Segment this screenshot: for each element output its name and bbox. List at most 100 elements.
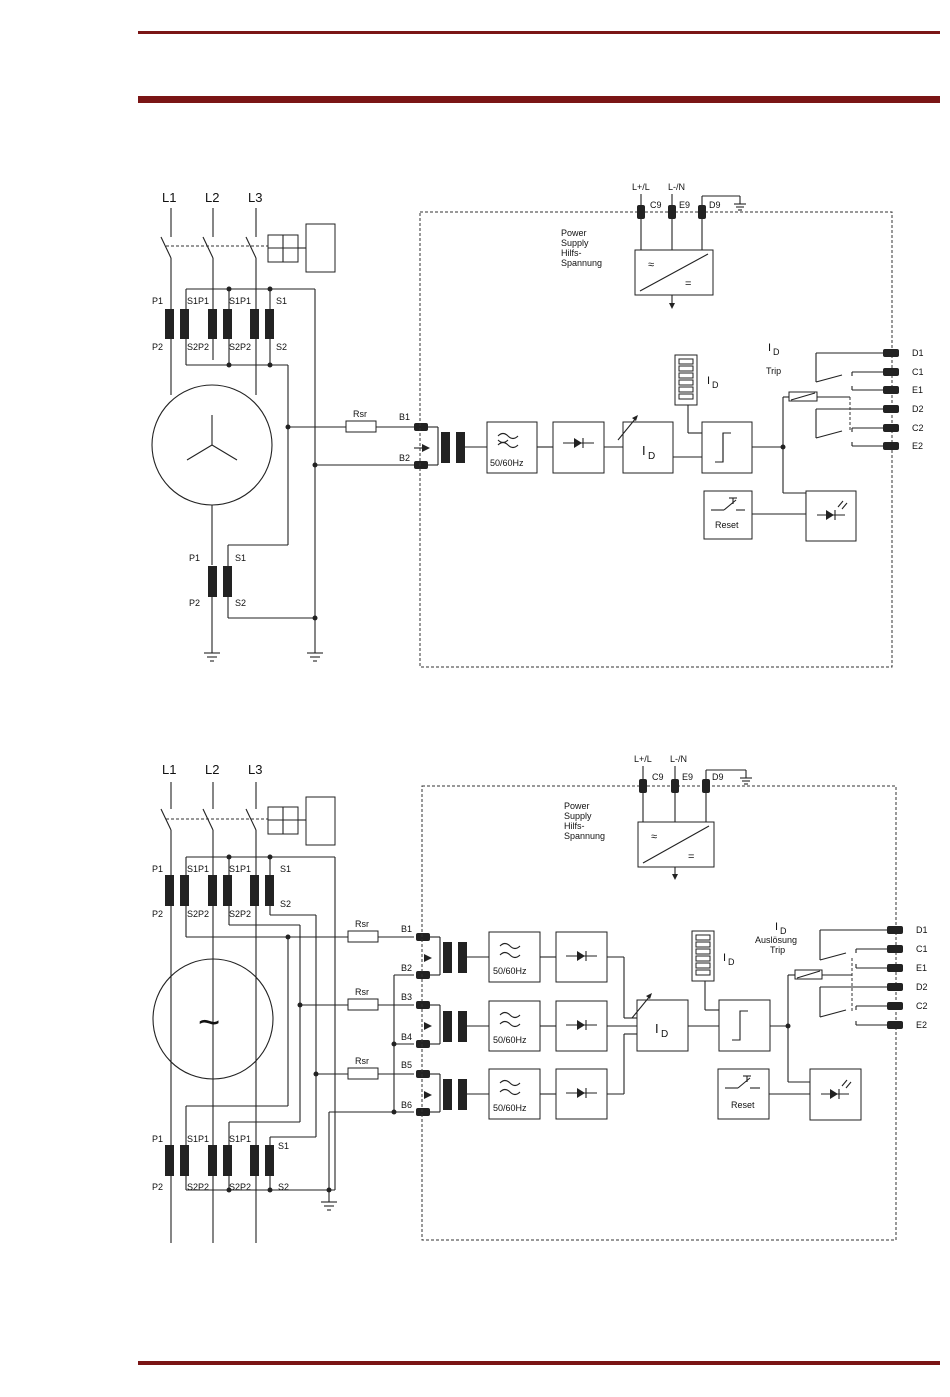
filter-label: 50/60Hz (493, 1103, 527, 1113)
supply-terminal-label: D9 (709, 200, 721, 210)
supply-terminal-label: L+/L (634, 754, 652, 764)
signal-chain: 50/60Hz 50/60Hz 50/60Hz I D (488, 921, 862, 1121)
input-label: B3 (401, 992, 412, 1002)
ct-label: S1P1 (187, 296, 209, 306)
dip-id-sub: D (712, 380, 719, 390)
output-label: C1 (912, 367, 924, 377)
current-transformers-bottom: P1 S1P1 S1P1 S1 P2 S2P2 S2P2 S2 (152, 937, 337, 1211)
ct-label: S1P1 (229, 864, 251, 874)
output-label: C2 (912, 423, 924, 433)
ct-label: P1 (189, 553, 200, 563)
power-supply: L+/L L-/N C9 E9 D9 ≈ = Power Supply Hilf… (564, 754, 752, 880)
reset-label: Reset (731, 1100, 755, 1110)
supply-label: Hilfs- (561, 248, 582, 258)
generator (151, 384, 273, 565)
id-sub: D (661, 1029, 668, 1040)
trip-label: Trip (766, 366, 781, 376)
device-enclosure (419, 211, 893, 668)
supply-label: Supply (564, 811, 592, 821)
id-label: I (642, 443, 646, 458)
ct-label: S2 (235, 598, 246, 608)
input-wiring: Rsr Rsr Rsr B1 B2 B3 B4 B5 B6 (300, 919, 489, 1116)
dc-symbol: = (685, 278, 691, 290)
ct-label: S2P2 (187, 909, 209, 919)
supply-terminal-label: L-/N (670, 754, 687, 764)
ct-label: S2P2 (229, 342, 251, 352)
ct-label: S2 (280, 899, 291, 909)
rsr-label: Rsr (355, 987, 369, 997)
supply-terminal-label: L+/L (632, 182, 650, 192)
phase-label: L3 (248, 762, 262, 777)
rsr-label: Rsr (355, 919, 369, 929)
ct-label: S2 (278, 1182, 289, 1192)
current-transformers-top: P1 S1P1 S1P1 S1 P2 S2P2 S2P2 S2 (152, 286, 316, 618)
device-enclosure (421, 785, 897, 1241)
ct-label: P1 (152, 296, 163, 306)
dip-id-label: I (707, 375, 710, 387)
input-wiring: Rsr B1 B2 (285, 409, 487, 469)
reset-label: Reset (715, 520, 739, 530)
output-label: E2 (912, 441, 923, 451)
ct-label: S1 (276, 296, 287, 306)
ct-label: S2P2 (229, 1182, 251, 1192)
trip-id-label: I (768, 342, 771, 354)
supply-label: Power (561, 228, 587, 238)
ct-label: S1P1 (229, 1134, 251, 1144)
supply-terminal-label: L-/N (668, 182, 685, 192)
ct-label: P2 (189, 598, 200, 608)
supply-label: Power (564, 801, 590, 811)
input-label: B2 (399, 453, 410, 463)
id-label: I (655, 1021, 659, 1036)
supply-terminal-label: C9 (652, 772, 664, 782)
phase-label: L2 (205, 762, 219, 777)
ac-symbol: ≈ (651, 831, 657, 843)
output-label: D2 (916, 982, 928, 992)
input-label: B6 (401, 1100, 412, 1110)
ct-label: S1P1 (187, 1134, 209, 1144)
phase-label: L1 (162, 762, 176, 777)
output-label: D1 (912, 348, 924, 358)
ct-label: S2P2 (187, 342, 209, 352)
filter-label: 50/60Hz (493, 1035, 527, 1045)
input-label: B5 (401, 1060, 412, 1070)
ct-label: P2 (152, 1182, 163, 1192)
rsr-label: Rsr (353, 409, 367, 419)
phase-label: L2 (205, 190, 219, 205)
supply-label: Spannung (561, 258, 602, 268)
power-supply: L+/L L-/N C9 E9 D9 ≈ = Power Supply Hilf… (561, 182, 746, 309)
trip-label: Trip (770, 945, 785, 955)
dc-symbol: = (688, 851, 694, 863)
circuit-breaker (160, 208, 336, 395)
ct-label: S1 (280, 864, 291, 874)
supply-label: Hilfs- (564, 821, 585, 831)
filter-label: 50/60Hz (490, 458, 524, 468)
diagram-1: L1 L2 L3 P1 S1P1 S1P1 S1 P2 S2P2 S2P2 S2 (151, 182, 924, 668)
dip-id-label: I (723, 952, 726, 964)
ct-label: P1 (152, 864, 163, 874)
rsr-label: Rsr (355, 1056, 369, 1066)
ct-label: P1 (152, 1134, 163, 1144)
input-label: B4 (401, 1032, 412, 1042)
input-label: B2 (401, 963, 412, 973)
output-label: E1 (912, 385, 923, 395)
diagram-2: L1 L2 L3 P1 S1P1 S1P1 S1 P2 S2P2 S2P2 S2 (152, 754, 928, 1243)
supply-label: Spannung (564, 831, 605, 841)
filter-label: 50/60Hz (493, 966, 527, 976)
output-label: E2 (916, 1020, 927, 1030)
phase-label: L1 (162, 190, 176, 205)
output-label: E1 (916, 963, 927, 973)
phase-label: L3 (248, 190, 262, 205)
supply-label: Supply (561, 238, 589, 248)
current-transformers-top: P1 S1P1 S1P1 S1 P2 S2P2 S2P2 S2 (152, 854, 414, 1190)
top-rule-thick (138, 96, 940, 103)
trip-id-sub: D (780, 926, 787, 936)
trip-label: Auslösung (755, 935, 797, 945)
ct-label: S1 (278, 1141, 289, 1151)
ac-symbol: ≈ (648, 259, 654, 271)
ct-label: P2 (152, 909, 163, 919)
output-label: C1 (916, 944, 928, 954)
output-label: D2 (912, 404, 924, 414)
trip-id-label: I (775, 921, 778, 933)
trip-id-sub: D (773, 347, 780, 357)
